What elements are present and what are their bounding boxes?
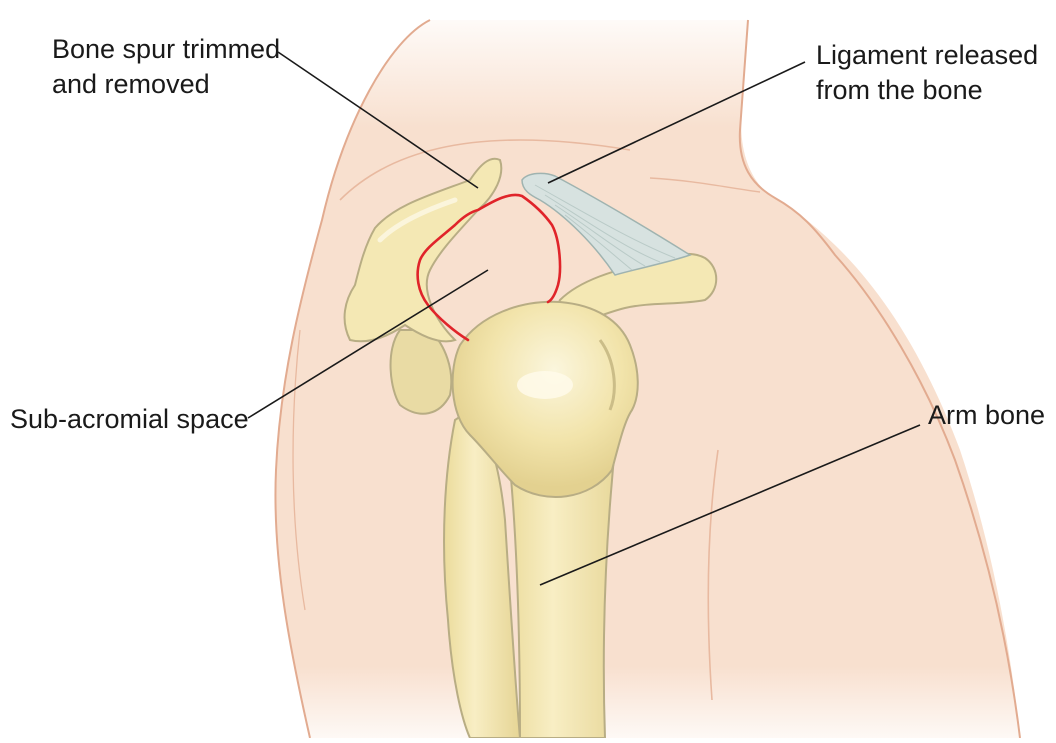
label-subacromial-text: Sub-acromial space [10,402,249,437]
humeral-head-highlight [517,371,573,399]
label-bone-spur-line2: and removed [52,67,280,102]
label-subacromial: Sub-acromial space [10,402,249,437]
label-bone-spur-line1: Bone spur trimmed [52,32,280,67]
label-ligament-line1: Ligament released [816,38,1038,73]
label-arm-bone-text: Arm bone [928,398,1045,433]
label-ligament-line2: from the bone [816,73,1038,108]
label-arm-bone: Arm bone [928,398,1045,433]
shoulder-skin [275,20,1020,738]
label-bone-spur: Bone spur trimmed and removed [52,32,280,102]
label-ligament: Ligament released from the bone [816,38,1038,108]
